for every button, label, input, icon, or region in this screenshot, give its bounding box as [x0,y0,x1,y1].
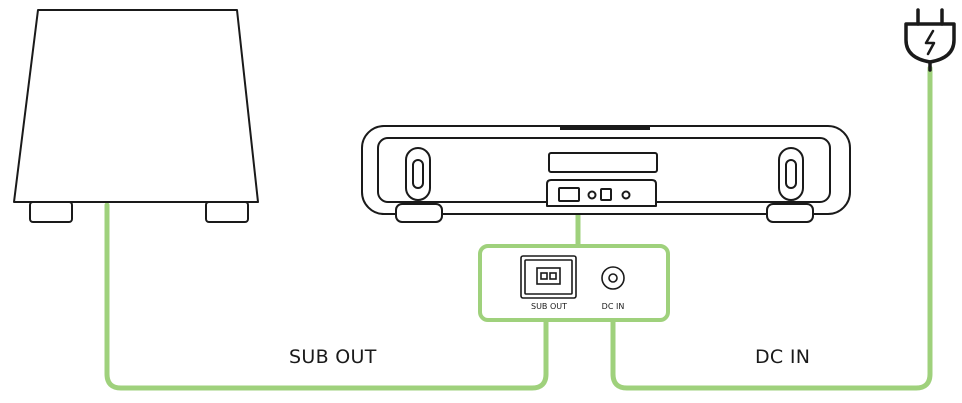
dc-in-port-label: DC IN [601,302,625,311]
sub-out-port-icon [520,255,577,299]
dc-in-cable [610,65,933,391]
subwoofer-icon [13,9,259,223]
sub-out-cable [104,202,549,391]
port-callout [478,244,670,322]
sub-out-label: SUB OUT [289,346,377,368]
dc-in-port-icon [601,266,625,290]
soundbar-icon [361,125,851,223]
power-plug-icon [904,8,956,72]
dc-in-label: DC IN [755,346,811,368]
sub-out-port-label: SUB OUT [530,302,568,311]
